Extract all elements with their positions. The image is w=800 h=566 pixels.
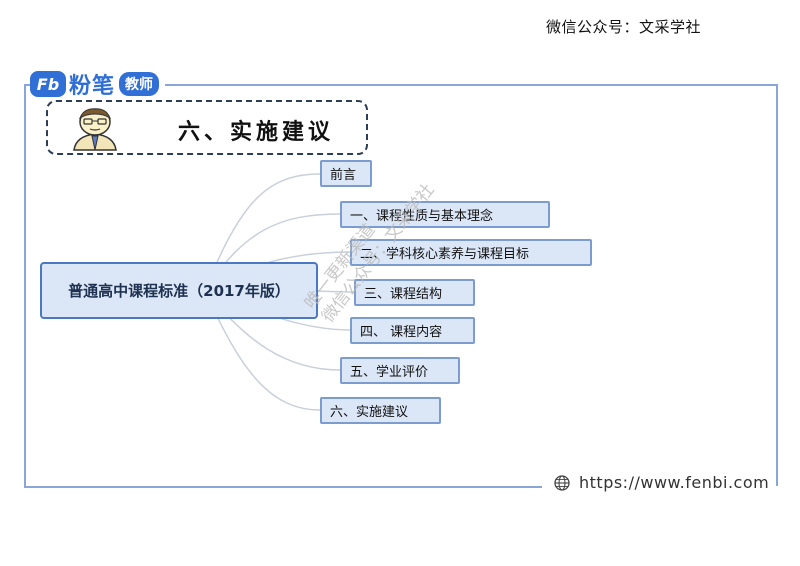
section-title: 六、实施建议 [178, 119, 335, 145]
branch-implementation[interactable]: 六、实施建议 [320, 397, 441, 424]
central-topic[interactable]: 普通高中课程标准（2017年版） [40, 262, 318, 319]
logo-badge: 教师 [119, 72, 160, 96]
footer-url[interactable]: https://www.fenbi.com [554, 473, 769, 492]
branch-course-nature[interactable]: 一、课程性质与基本理念 [340, 201, 550, 228]
teacher-avatar-icon [73, 108, 117, 151]
footer-url-text[interactable]: https://www.fenbi.com [579, 473, 770, 492]
branch-academic-evaluation[interactable]: 五、学业评价 [340, 357, 460, 384]
frame-bottom-line [24, 486, 542, 488]
globe-icon [554, 474, 570, 491]
logo-name: 粉笔 [69, 74, 116, 99]
branch-core-literacy[interactable]: 二、学科核心素养与课程目标 [350, 239, 592, 266]
content-frame [24, 84, 778, 486]
branch-course-structure[interactable]: 三、课程结构 [354, 279, 475, 306]
wechat-account-label: 微信公众号：文采学社 [546, 18, 702, 36]
branch-preface[interactable]: 前言 [320, 160, 372, 187]
fenbi-logo: Fb 粉笔 教师 [30, 70, 166, 99]
logo-mark: Fb [30, 71, 66, 97]
branch-course-content[interactable]: 四、 课程内容 [350, 317, 475, 344]
